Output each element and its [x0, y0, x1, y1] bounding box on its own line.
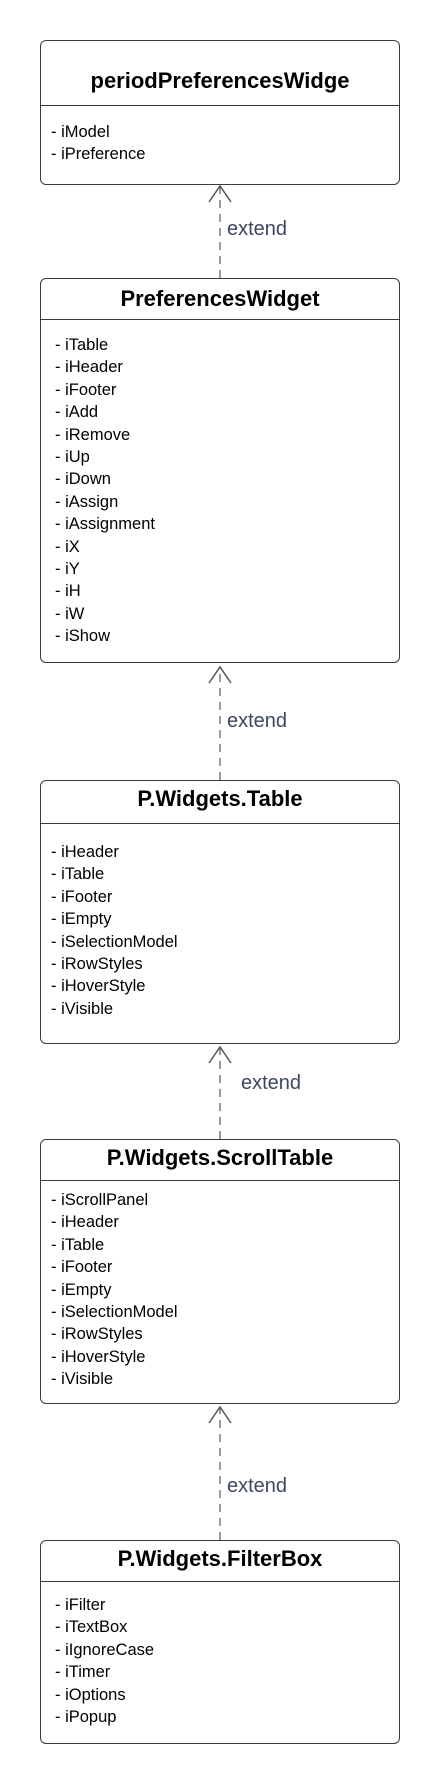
attribute-item: - iOptions — [55, 1685, 126, 1704]
attribute-item: - iX — [55, 537, 80, 556]
attribute-item: - iHeader — [51, 843, 119, 861]
attribute-item: - iEmpty — [51, 1280, 112, 1299]
edge-label-extend: extend — [227, 710, 288, 732]
edge-label-extend: extend — [227, 1475, 288, 1497]
class-divider — [41, 1581, 399, 1582]
attribute-item: - iH — [55, 582, 81, 601]
attribute-item: - iPopup — [55, 1707, 117, 1726]
attribute-list: - iHeader - iTable - iFooter - iEmpty - … — [51, 841, 178, 1020]
extend-arrow-2 — [208, 665, 232, 780]
attribute-list: - iFilter - iTextBox - iIgnoreCase - iTi… — [55, 1594, 154, 1728]
attribute-item: - iModel — [51, 123, 110, 141]
attribute-item: - iIgnoreCase — [55, 1640, 155, 1659]
attribute-item: - iTextBox — [55, 1618, 128, 1637]
class-name: periodPreferencesWidge — [90, 68, 350, 93]
attribute-item: - iHeader — [51, 1213, 119, 1232]
extend-arrow-1 — [208, 184, 232, 278]
class-name: PreferencesWidget — [120, 286, 320, 311]
attribute-item: - iFilter — [55, 1596, 106, 1614]
attribute-item: - iHoverStyle — [51, 1347, 146, 1366]
attribute-item: - iPreference — [51, 145, 146, 164]
attribute-item: - iAssignment — [55, 515, 155, 534]
attribute-item: - iEmpty — [51, 910, 112, 929]
attribute-item: - iRemove — [55, 425, 131, 444]
class-box-preferenceswidget: PreferencesWidget - iTable - iHeader - i… — [40, 278, 400, 663]
attribute-list: - iTable - iHeader - iFooter - iAdd - iR… — [55, 334, 155, 647]
class-name: P.Widgets.FilterBox — [117, 1546, 323, 1571]
attribute-item: - iAssign — [55, 492, 119, 511]
attribute-item: - iW — [55, 604, 85, 623]
attribute-item: - iUp — [55, 447, 90, 466]
attribute-item: - iY — [55, 559, 80, 578]
attribute-list: - iScrollPanel - iHeader - iTable - iFoo… — [51, 1189, 178, 1391]
attribute-item: - iHeader — [55, 358, 123, 377]
attribute-item: - iDown — [55, 470, 111, 489]
attribute-item: - iVisible — [51, 1370, 114, 1389]
attribute-item: - iFooter — [51, 887, 113, 906]
attribute-list: - iModel - iPreference — [51, 121, 145, 166]
class-box-p-widgets-table: P.Widgets.Table - iHeader - iTable - iFo… — [40, 780, 400, 1044]
class-box-p-widgets-scrolltable: P.Widgets.ScrollTable - iScrollPanel - i… — [40, 1139, 400, 1404]
attribute-item: - iScrollPanel — [51, 1191, 149, 1209]
attribute-item: - iHoverStyle — [51, 977, 146, 996]
attribute-item: - iTimer — [55, 1663, 111, 1682]
attribute-item: - iSelectionModel — [51, 932, 178, 951]
edge-label-extend: extend — [241, 1072, 302, 1094]
class-name: P.Widgets.Table — [137, 786, 303, 811]
attribute-item: - iTable — [51, 865, 105, 884]
attribute-item: - iTable — [51, 1235, 105, 1254]
class-name: P.Widgets.ScrollTable — [106, 1145, 334, 1170]
attribute-item: - iFooter — [51, 1258, 113, 1277]
attribute-item: - iAdd — [55, 403, 99, 422]
class-divider — [41, 319, 399, 320]
extend-arrow-4 — [208, 1405, 232, 1540]
attribute-item: - iShow — [55, 627, 111, 646]
class-divider — [41, 1180, 399, 1181]
class-box-p-widgets-filterbox: P.Widgets.FilterBox - iFilter - iTextBox… — [40, 1540, 400, 1744]
attribute-item: - iRowStyles — [51, 954, 143, 973]
class-divider — [41, 823, 399, 824]
attribute-item: - iVisible — [51, 999, 114, 1018]
attribute-item: - iTable — [55, 336, 109, 354]
extend-arrow-3 — [208, 1045, 232, 1139]
attribute-item: - iFooter — [55, 380, 117, 399]
class-box-periodpreferenceswidge: periodPreferencesWidge - iModel - iPrefe… — [40, 40, 400, 185]
attribute-item: - iSelectionModel — [51, 1302, 178, 1321]
edge-label-extend: extend — [227, 218, 288, 240]
attribute-item: - iRowStyles — [51, 1325, 143, 1344]
class-divider — [41, 105, 399, 106]
